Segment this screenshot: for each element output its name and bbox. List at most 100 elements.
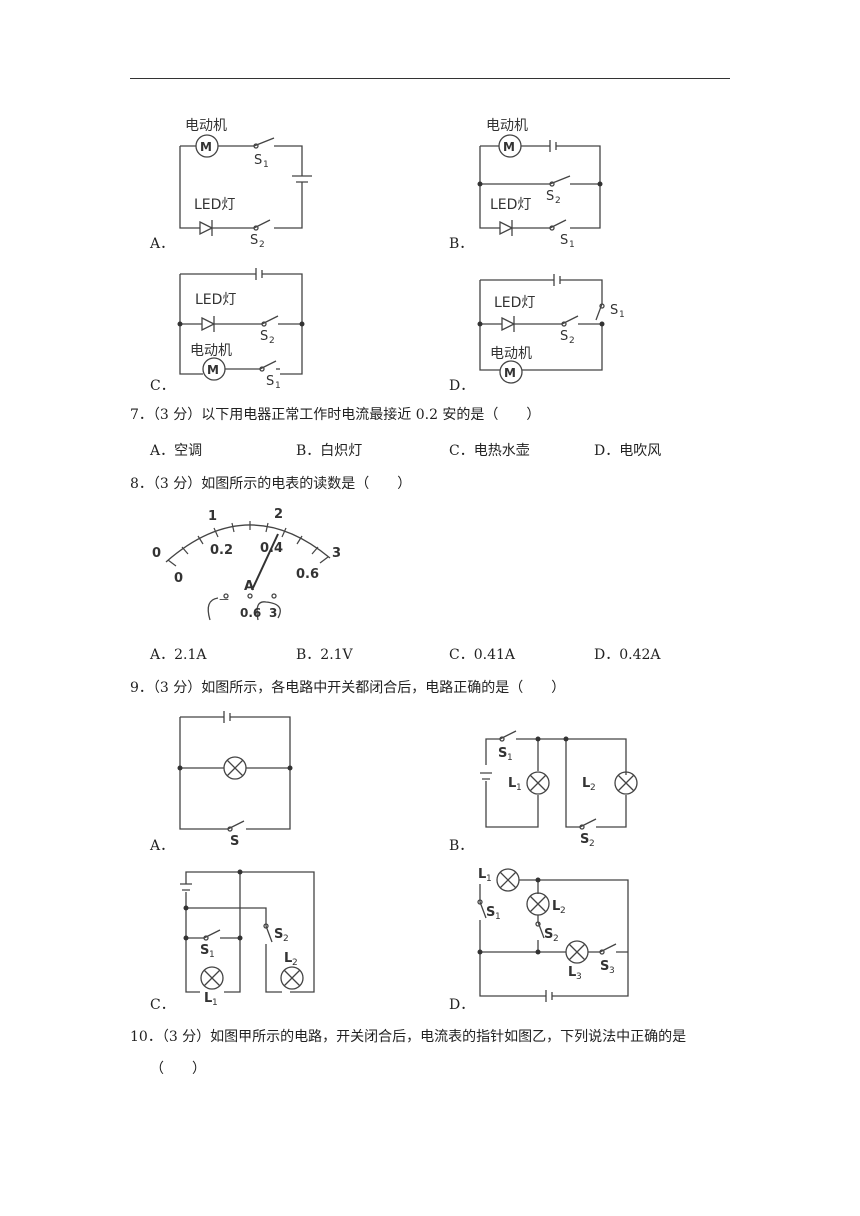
- svg-text:LED灯: LED灯: [490, 197, 531, 213]
- svg-text:S: S: [250, 233, 258, 248]
- q7-stem: 7．（3 分）以下用电器正常工作时电流最接近 0.2 安的是（ ）: [130, 407, 541, 423]
- svg-text:S: S: [230, 834, 239, 849]
- svg-text:S: S: [200, 943, 209, 958]
- ammeter-ticks: [167, 521, 329, 567]
- svg-text:2: 2: [269, 336, 275, 346]
- svg-text:S: S: [486, 905, 495, 920]
- svg-text:L: L: [582, 776, 590, 791]
- q7-option-c[interactable]: C．电热水壶: [449, 443, 530, 459]
- svg-text:L: L: [508, 776, 516, 791]
- q8-option-d[interactable]: D．0.42A: [594, 647, 661, 663]
- svg-text:L: L: [552, 899, 560, 914]
- svg-text:S: S: [560, 329, 568, 344]
- svg-text:S: S: [254, 153, 262, 168]
- q7-option-a[interactable]: A．空调: [150, 443, 203, 459]
- q9-option-b-label[interactable]: B．: [449, 838, 474, 854]
- svg-text:3: 3: [332, 546, 341, 561]
- meter-unit: A: [244, 579, 254, 594]
- q6-option-a-label[interactable]: A．: [150, 236, 175, 252]
- q10-stem: 10．（3 分）如图甲所示的电路，开关闭合后，电流表的指针如图乙，下列说法中正确…: [130, 1029, 687, 1045]
- svg-text:M: M: [503, 140, 515, 154]
- svg-text:1: 1: [275, 381, 281, 391]
- svg-text:M: M: [200, 140, 212, 154]
- q9-option-d-label[interactable]: D．: [449, 997, 475, 1013]
- svg-text:1: 1: [516, 783, 522, 793]
- q8-option-b[interactable]: B．2.1V: [296, 647, 353, 663]
- svg-text:1: 1: [212, 998, 218, 1008]
- svg-text:0.6: 0.6: [240, 606, 261, 620]
- led-label: LED灯: [194, 197, 235, 213]
- q8-stem: 8．（3 分）如图所示的电表的读数是（ ）: [130, 476, 412, 492]
- svg-text:2: 2: [553, 934, 559, 944]
- svg-text:3: 3: [609, 966, 615, 976]
- svg-text:L: L: [284, 951, 292, 966]
- q6-option-d-label[interactable]: D．: [449, 378, 475, 394]
- svg-text:3: 3: [576, 972, 582, 982]
- svg-text:S: S: [266, 374, 274, 389]
- svg-text:S: S: [544, 927, 553, 942]
- svg-text:2: 2: [590, 783, 596, 793]
- motor-label: 电动机: [185, 118, 227, 134]
- svg-text:1: 1: [208, 509, 217, 524]
- svg-text:2: 2: [292, 958, 298, 968]
- svg-text:2: 2: [560, 906, 566, 916]
- ammeter-figure: 0 1 2 3 0 0.2 0.4 0.6 A － 0.6 3: [152, 507, 341, 621]
- svg-text:S: S: [600, 959, 609, 974]
- header-rule: [130, 78, 730, 79]
- q9-option-c-label[interactable]: C．: [150, 997, 175, 1013]
- svg-text:S: S: [560, 233, 568, 248]
- led-icon: [499, 220, 514, 236]
- q6-option-b-label[interactable]: B．: [449, 236, 474, 252]
- svg-text:L: L: [204, 991, 212, 1006]
- q7-option-d[interactable]: D．电吹风: [594, 443, 662, 459]
- lamp-icon: [223, 756, 247, 780]
- svg-text:2: 2: [589, 839, 595, 849]
- svg-text:LED灯: LED灯: [195, 292, 236, 308]
- svg-text:3: 3: [269, 606, 277, 620]
- svg-text:2: 2: [283, 934, 289, 944]
- q9-circuit-a: S: [177, 711, 293, 849]
- switch-s1-icon: [253, 143, 259, 149]
- q9-stem: 9．（3 分）如图所示，各电路中开关都闭合后，电路正确的是（ ）: [130, 680, 566, 696]
- svg-text:2: 2: [274, 507, 283, 522]
- meter-needle: [251, 533, 279, 591]
- svg-text:电动机: 电动机: [190, 343, 232, 359]
- svg-text:1: 1: [209, 950, 215, 960]
- svg-text:S: S: [498, 746, 507, 761]
- wire-icon: [207, 597, 219, 621]
- led-icon: [199, 220, 214, 236]
- svg-text:S: S: [610, 303, 618, 318]
- svg-text:M: M: [504, 366, 516, 380]
- q6-option-c-label[interactable]: C．: [150, 378, 175, 394]
- svg-text:2: 2: [569, 336, 575, 346]
- q10-answer-bracket: （ ）: [150, 1061, 206, 1077]
- svg-text:电动机: 电动机: [486, 118, 528, 134]
- svg-text:1: 1: [263, 160, 269, 170]
- q9-option-a-label[interactable]: A．: [150, 838, 175, 854]
- svg-text:M: M: [207, 363, 219, 377]
- svg-text:S: S: [580, 832, 589, 847]
- svg-text:L: L: [478, 867, 486, 882]
- svg-text:1: 1: [569, 240, 575, 250]
- svg-text:0.6: 0.6: [296, 567, 319, 582]
- svg-text:0: 0: [152, 546, 161, 561]
- svg-text:LED灯: LED灯: [494, 295, 535, 311]
- svg-text:S: S: [274, 927, 283, 942]
- svg-text:1: 1: [486, 874, 492, 884]
- q7-option-b[interactable]: B．白炽灯: [296, 443, 363, 459]
- svg-text:－: －: [218, 593, 230, 607]
- svg-text:0: 0: [174, 571, 183, 586]
- svg-text:L: L: [568, 965, 576, 980]
- svg-text:1: 1: [507, 753, 513, 763]
- q8-option-a[interactable]: A．2.1A: [150, 647, 207, 663]
- svg-text:S: S: [546, 189, 554, 204]
- svg-text:2: 2: [259, 240, 265, 250]
- q8-option-c[interactable]: C．0.41A: [449, 647, 515, 663]
- svg-text:1: 1: [619, 310, 625, 320]
